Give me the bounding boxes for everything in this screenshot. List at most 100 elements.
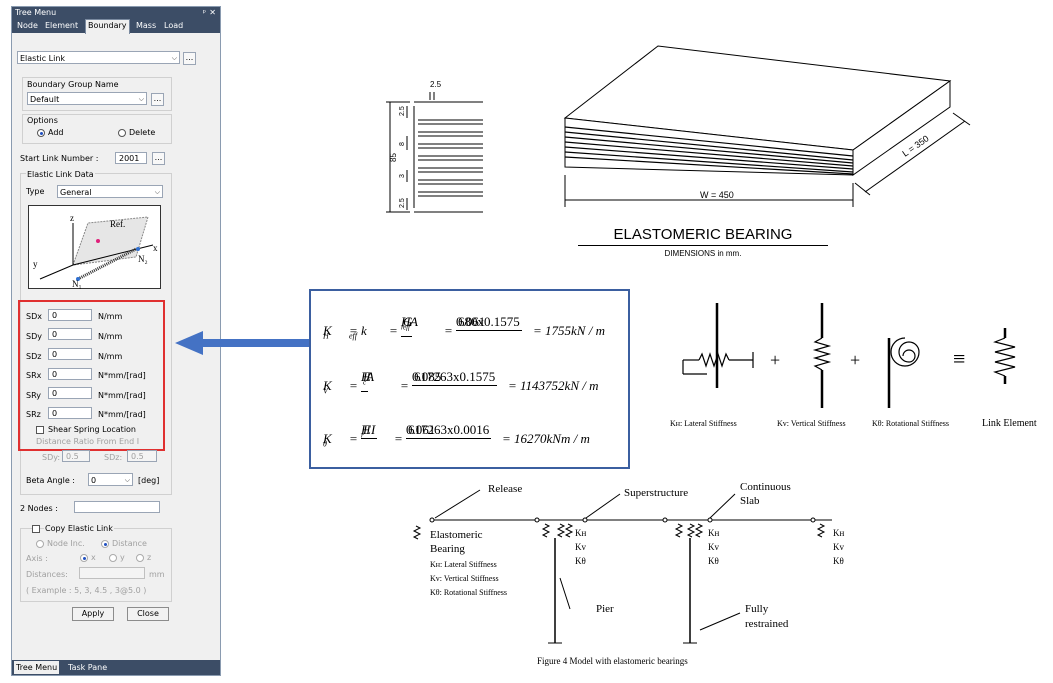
distances-input[interactable] (79, 567, 145, 579)
boundary-group-box (22, 77, 172, 111)
diagram-z-label: z (70, 213, 74, 223)
ktheta-frac1-num: EI (361, 422, 378, 439)
kv-result: = 1143752kN / m (508, 378, 599, 393)
tab-load[interactable]: Load (164, 21, 184, 30)
axis-x-radio[interactable] (80, 554, 88, 562)
node1-dot (76, 277, 80, 281)
function-select-value: Elastic Link (20, 54, 66, 63)
tab-element[interactable]: Element (45, 21, 79, 30)
function-select[interactable]: Elastic Link ⌵ (17, 51, 180, 64)
kh-lhs: K (323, 323, 332, 338)
panel-title-bar: Tree Menu ᵖ ✕ (12, 7, 220, 18)
diagram-plane (72, 216, 149, 266)
shear-spring-checkbox[interactable] (36, 426, 44, 434)
copy-elastic-link-checkbox[interactable] (32, 525, 40, 533)
tab-tree-menu[interactable]: Tree Menu (14, 661, 60, 674)
beta-angle-select[interactable]: 0 ⌵ (88, 473, 133, 486)
kh-frac1-num-sub: eff (403, 323, 410, 332)
figure-caption: Figure 4 Model with elastomeric bearings (537, 656, 688, 666)
model-diagram: Release Superstructure Continuous Slab E… (412, 481, 844, 666)
sdy-label: SDy (26, 332, 42, 341)
release-node (429, 517, 435, 523)
section-dim-4: 2.5 (399, 198, 406, 208)
apply-button[interactable]: Apply (72, 607, 114, 621)
srz-unit: N*mm/[rad] (98, 410, 146, 419)
sry-input[interactable]: 0 (48, 387, 92, 399)
node2-dot (136, 247, 140, 251)
kv-frac1-den: H (361, 369, 371, 384)
delete-radio[interactable] (118, 129, 126, 137)
ktheta-frac1-den: H (361, 422, 371, 437)
legend-ktheta: Kθ: Rotational Stiffness (430, 588, 507, 597)
add-radio[interactable] (37, 129, 45, 137)
bearing-layers (564, 126, 854, 175)
elastomeric-bearing-label-2: Bearing (430, 543, 465, 555)
spring-symbols: + + ≡ Kʜ: Lateral Stiffness Kv: Vertical… (670, 303, 1037, 429)
kv-frac2-den: 0.085 (412, 369, 442, 384)
bearing-title-underline (578, 245, 828, 246)
shear-sdz-label: SDz: (104, 453, 123, 462)
tab-task-pane[interactable]: Task Pane (68, 663, 108, 672)
tab-node[interactable]: Node (17, 21, 38, 30)
start-link-input[interactable]: 2001 (115, 152, 147, 164)
delete-radio-label: Delete (129, 128, 156, 137)
axis-y-label: y (120, 553, 125, 562)
kv-frac1-num-rest: A (366, 369, 375, 384)
sdz-input[interactable]: 0 (48, 348, 92, 360)
axis-z-radio[interactable] (136, 554, 144, 562)
k-label-2-kh: Kʜ (708, 528, 719, 538)
distance-radio[interactable] (101, 540, 109, 548)
plus-sign-2: + (850, 350, 860, 370)
shear-sdz-input[interactable]: 0.5 (127, 450, 157, 462)
chevron-down-icon: ⌵ (171, 54, 177, 62)
sdx-input[interactable]: 0 (48, 309, 92, 321)
srx-label: SRx (26, 371, 42, 380)
kh-eq1: = k (349, 323, 367, 338)
type-select[interactable]: General ⌵ (57, 185, 163, 198)
k-label-2-ktheta: Kθ (708, 556, 719, 566)
ktheta-spring-label: Kθ: Rotational Stiffness (872, 419, 949, 428)
kh-frac1-num-rest: A (410, 314, 418, 329)
kh-result: = 1755kN / m (533, 323, 605, 338)
options-box (22, 114, 172, 144)
start-link-more-button[interactable]: ... (152, 152, 165, 165)
kv-frac1-num-sub: c (363, 378, 367, 387)
link-element-icon (993, 328, 1016, 384)
kh-spring-label: Kʜ: Lateral Stiffness (670, 419, 737, 428)
sdy-input[interactable]: 0 (48, 328, 92, 340)
section-dim-3: 3 (399, 174, 406, 178)
distance-label: Distance (112, 539, 147, 548)
bottom-tabs: Tree Menu Task Pane (12, 660, 220, 675)
srz-input[interactable]: 0 (48, 407, 92, 419)
distances-unit: mm (149, 570, 165, 579)
plus-sign-1: + (770, 350, 780, 370)
kh-eq1-sub: eff (349, 331, 357, 341)
two-nodes-input[interactable] (74, 501, 160, 513)
boundary-group-select[interactable]: Default ⌵ (27, 92, 147, 105)
fully-restrained-label-1: Fully (745, 603, 769, 615)
function-more-button[interactable]: ... (183, 52, 196, 65)
elastic-link-diagram: z Ref. x y N₁ N₂ (28, 205, 161, 289)
tab-mass[interactable]: Mass (136, 21, 157, 30)
axis-label: Axis : (26, 554, 48, 563)
pier-label: Pier (596, 603, 614, 615)
bearing-side-face (852, 80, 951, 176)
panel-title: Tree Menu (15, 8, 57, 17)
tab-boundary[interactable]: Boundary (85, 19, 130, 34)
close-button[interactable]: Close (127, 607, 169, 621)
shear-sdy-label: SDy: (42, 453, 61, 462)
diagram-ref-label: Ref. (110, 219, 125, 229)
node-inc-radio[interactable] (36, 540, 44, 548)
close-icon[interactable]: ✕ (209, 8, 216, 17)
pin-icon[interactable]: ᵖ (202, 8, 206, 17)
beta-angle-label: Beta Angle : (26, 476, 75, 485)
options-label: Options (27, 116, 58, 125)
srx-input[interactable]: 0 (48, 368, 92, 380)
shear-sdy-input[interactable]: 0.5 (62, 450, 90, 462)
boundary-group-more-button[interactable]: ... (151, 93, 164, 106)
kh-frac1-den-sub: r (401, 323, 404, 332)
continuous-slab-label-2: Slab (740, 495, 760, 507)
axis-y-radio[interactable] (109, 554, 117, 562)
